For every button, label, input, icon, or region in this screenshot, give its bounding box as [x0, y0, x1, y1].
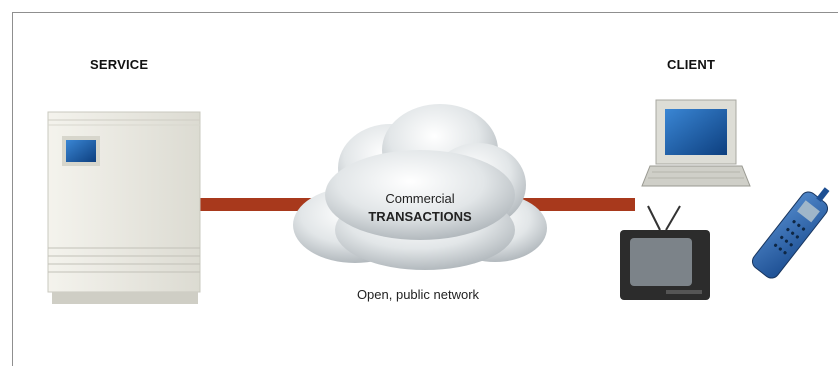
cloud-caption-line1: Commercial — [385, 191, 455, 206]
server-icon — [47, 111, 201, 304]
service-label: SERVICE — [90, 57, 149, 72]
tv-icon — [620, 205, 710, 300]
cloud-caption-line2: TRANSACTIONS — [368, 209, 472, 224]
cloud-icon — [293, 104, 547, 270]
laptop-icon — [641, 99, 751, 187]
link-left — [200, 198, 320, 211]
network-caption: Open, public network — [356, 287, 480, 302]
cellphone-icon — [751, 187, 830, 279]
diagram-frame — [12, 12, 838, 366]
client-label: CLIENT — [667, 57, 716, 72]
